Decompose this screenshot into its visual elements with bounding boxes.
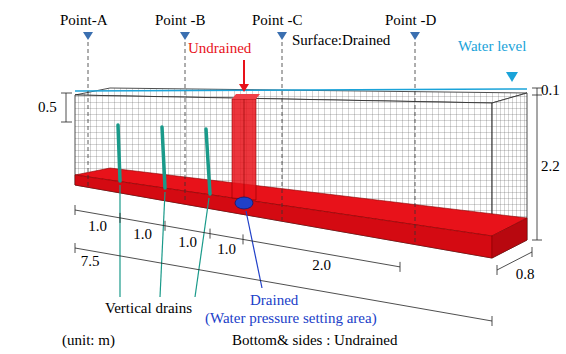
dimension-label: 1.0 — [133, 226, 152, 243]
drain-label: Vertical drains — [105, 300, 192, 317]
boundary-note: Bottom& sides : Undrained — [232, 332, 397, 349]
column-mesh-line — [244, 99, 245, 199]
point-label: Point -B — [155, 12, 205, 29]
dimension-label: 0.5 — [38, 99, 57, 116]
water-level-mark — [506, 72, 518, 82]
vertical-drains — [118, 125, 210, 194]
dimension-label: 1.0 — [88, 218, 107, 235]
bottom-slab-side — [492, 218, 527, 258]
drained-leader — [246, 211, 262, 288]
boundary-label: Surface:Drained — [292, 32, 390, 49]
dimension-label: 2.0 — [312, 257, 331, 274]
undrained-arrow — [243, 60, 245, 86]
boundary-label: Undrained — [188, 40, 251, 57]
undrained-column — [232, 99, 256, 200]
undrained-arrow-head — [239, 84, 249, 92]
unit-note: (unit: m) — [62, 332, 115, 349]
point-label: Point -D — [385, 12, 436, 29]
dimension-label: 0.8 — [516, 266, 535, 283]
water-level-label: Water level — [458, 38, 526, 55]
drained-label: (Water pressure setting area) — [205, 310, 377, 327]
bottom-slab-top — [75, 168, 527, 236]
drained-label: Drained — [250, 292, 298, 309]
dimension-label: 2.2 — [541, 158, 560, 175]
section-lines — [88, 42, 415, 244]
dimension-label: 7.5 — [81, 253, 100, 270]
side-mesh — [492, 93, 527, 258]
point-label: Point-A — [60, 12, 108, 29]
bottom-slab-front — [75, 175, 492, 258]
water-level-line — [75, 89, 527, 91]
undrained-column-top — [232, 94, 260, 99]
drained-area — [235, 197, 253, 209]
point-label: Point -C — [252, 12, 302, 29]
dimension-label: 0.1 — [541, 82, 560, 99]
dimension-lines — [61, 88, 542, 326]
dimension-label: 1.0 — [217, 241, 236, 258]
side-face — [492, 93, 527, 258]
dimension-label: 1.0 — [178, 234, 197, 251]
drain-leaders — [120, 185, 209, 297]
